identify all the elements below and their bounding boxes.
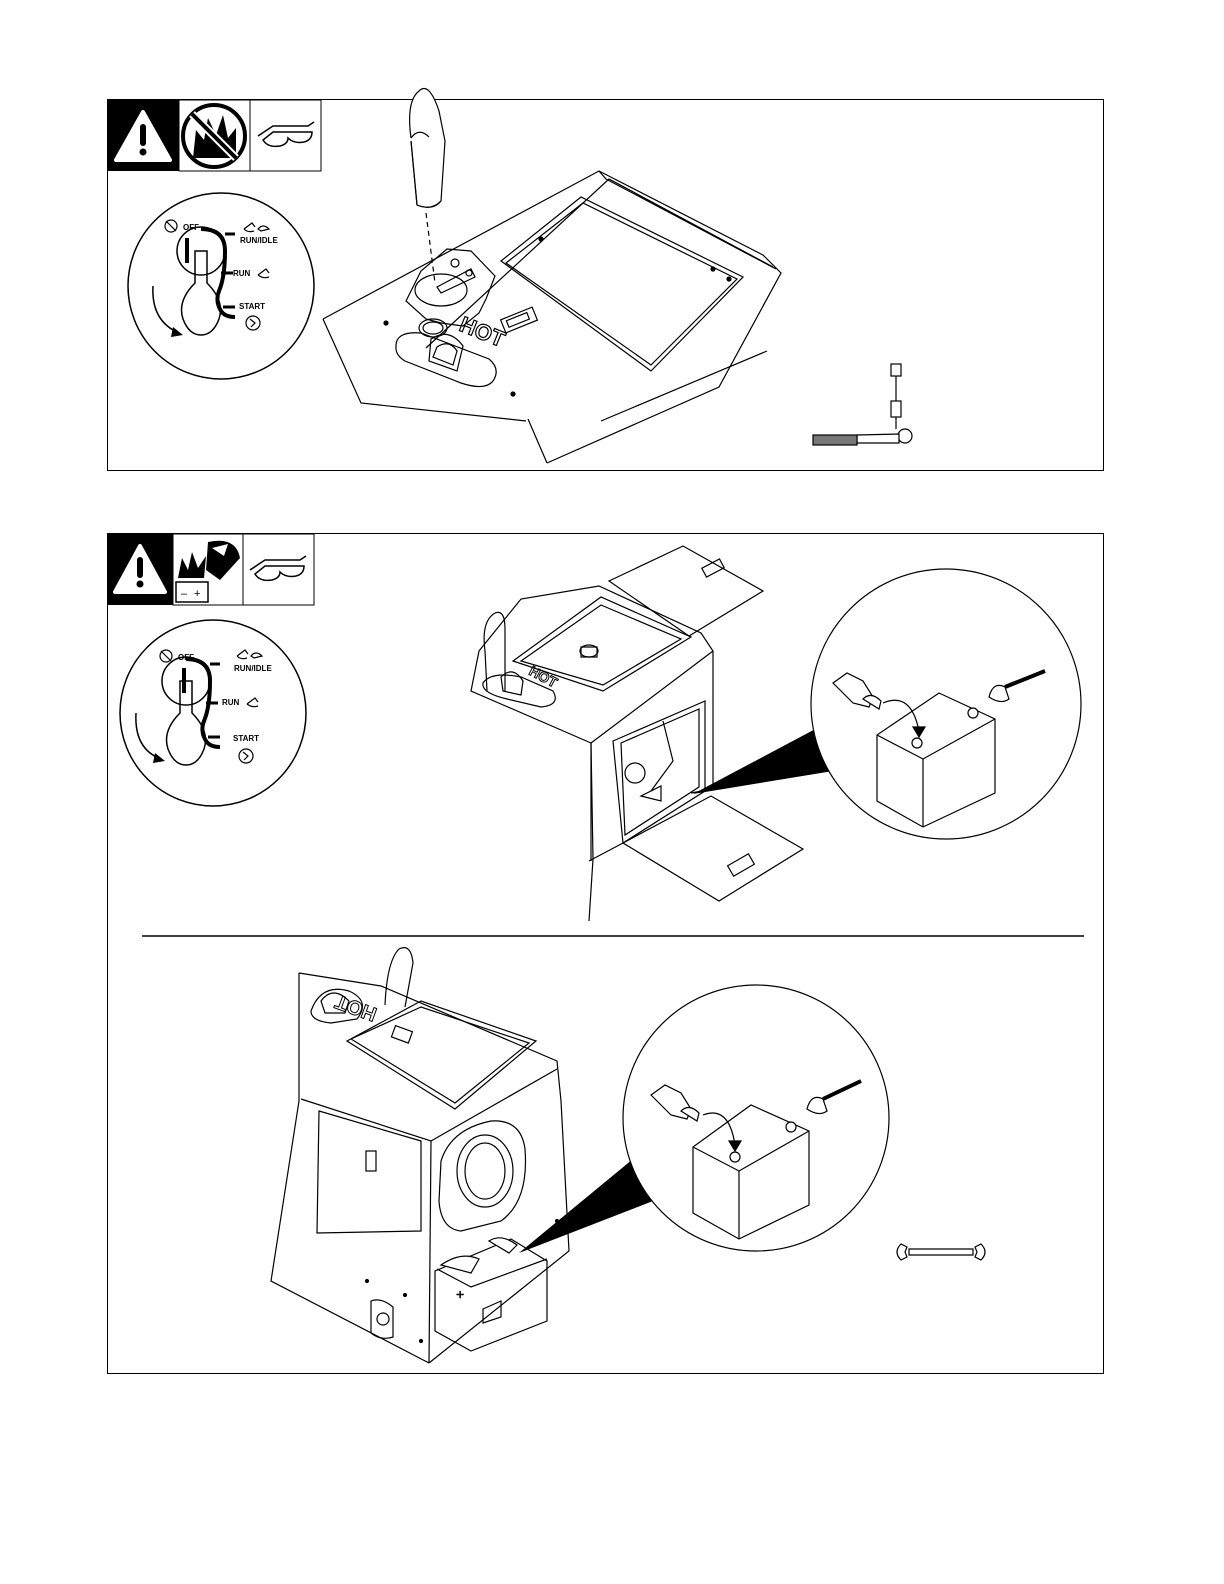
battery-callout-2 <box>623 985 889 1251</box>
welder-side-open-illustration: + <box>271 948 569 1363</box>
switch-run-idle-label-2: RUN/IDLE <box>234 664 272 673</box>
open-end-wrench-icon <box>897 1244 985 1260</box>
battery-connect-panel: – + <box>107 533 1104 1374</box>
zoom-wedge-2 <box>519 1159 653 1253</box>
battery-icon-pos: + <box>194 588 200 600</box>
welder-open-top-illustration <box>471 546 803 921</box>
switch-start-label: START <box>239 302 265 311</box>
safety-icon-strip-2: – + <box>108 534 314 605</box>
engine-switch-dial-2: OFF RUN/IDLE RUN START <box>120 620 306 806</box>
off-icon <box>160 650 172 662</box>
battery-icon-neg: – <box>181 588 188 600</box>
zoom-wedge-1 <box>693 726 833 794</box>
rabbit-turtle-icon <box>244 223 269 232</box>
safety-icon-strip <box>108 100 321 171</box>
switch-run-label-2: RUN <box>222 698 240 707</box>
switch-run-label: RUN <box>233 269 251 278</box>
welder-top-illustration <box>323 89 781 464</box>
switch-start-label-2: START <box>233 734 259 743</box>
hot-label: HOT <box>456 311 509 352</box>
battery-explosion-icon: – + <box>176 541 240 602</box>
off-icon <box>165 220 177 232</box>
start-icon <box>239 749 253 763</box>
rabbit-icon <box>247 698 258 707</box>
rabbit-icon <box>258 269 269 278</box>
no-fire-icon <box>183 105 245 167</box>
ratchet-wrench-icon <box>813 364 912 445</box>
engine-switch-dial: OFF RUN/IDLE RUN START <box>128 193 314 379</box>
battery-callout-1 <box>811 569 1081 839</box>
rabbit-turtle-icon <box>237 650 262 659</box>
safety-glasses-icon <box>250 556 306 580</box>
switch-off-label-2: OFF <box>178 653 194 662</box>
svg-text:+: + <box>456 1286 464 1302</box>
switch-run-idle-label: RUN/IDLE <box>240 236 278 245</box>
exhaust-pipe-install-panel: OFF RUN/IDLE RUN START <box>107 99 1104 471</box>
switch-off-label: OFF <box>183 223 199 232</box>
safety-glasses-icon <box>258 122 314 146</box>
start-icon <box>246 316 260 330</box>
